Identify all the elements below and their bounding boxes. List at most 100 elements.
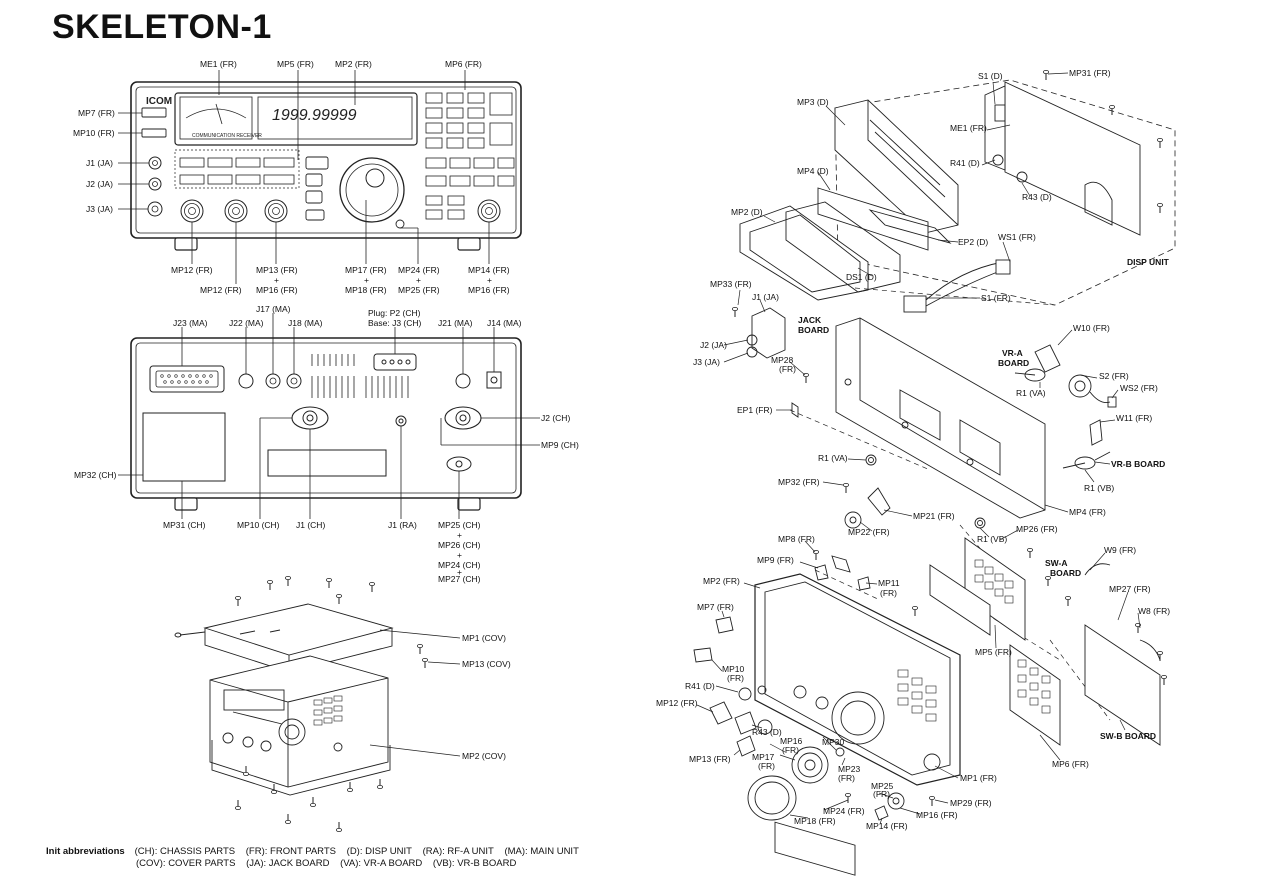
- label-rear-mp25: MP25 (CH): [438, 520, 481, 530]
- label-x-r1vb: R1 (VB): [1084, 483, 1114, 493]
- label-x-mp31: MP31 (FR): [1069, 68, 1111, 78]
- legend-item: (D): DISP UNIT: [346, 846, 412, 857]
- page-title: SKELETON-1: [52, 8, 272, 46]
- label-x-mp12: MP12 (FR): [656, 698, 698, 708]
- legend-item: (RA): RF-A UNIT: [422, 846, 494, 857]
- legend-item: (VB): VR-B BOARD: [432, 858, 517, 869]
- label-x-mp2fr: MP2 (FR): [703, 576, 740, 586]
- label-x-mp32: MP32 (FR): [778, 477, 820, 487]
- label-x-mp5: MP5 (FR): [975, 647, 1012, 657]
- label-x-j2ja: J2 (JA): [700, 340, 727, 350]
- label-cover-mp1: MP1 (COV): [462, 633, 506, 643]
- label-mp14-plus: +: [487, 275, 492, 285]
- label-x-mp2d: MP2 (D): [731, 207, 763, 217]
- label-x-swa-board: BOARD: [1050, 568, 1081, 578]
- legend-item: (CH): CHASSIS PARTS: [134, 846, 236, 857]
- label-x-mp17: MP17: [752, 752, 774, 762]
- front-panel: 1999.99999 ICOM COMMUNICATION RECEIVER: [130, 81, 522, 251]
- label-rear-j14: J14 (MA): [487, 318, 522, 328]
- label-x-s2: S2 (FR): [1099, 371, 1129, 381]
- label-rear-mp31: MP31 (CH): [163, 520, 206, 530]
- label-x-mp28: MP28: [771, 355, 793, 365]
- label-x-w8: W8 (FR): [1138, 606, 1170, 616]
- label-x-mp29: MP29 (FR): [950, 798, 992, 808]
- label-x-w9: W9 (FR): [1104, 545, 1136, 555]
- label-mp13-plus: +: [274, 275, 279, 285]
- label-x-mp21: MP21 (FR): [913, 511, 955, 521]
- cover-leaders: [369, 629, 461, 757]
- label-x-mp25b: (FR): [873, 789, 890, 799]
- label-x-r43: R43 (D): [1022, 192, 1052, 202]
- label-mp7: MP7 (FR): [78, 108, 115, 118]
- rear-leaders: [118, 313, 540, 519]
- label-rear-j1ra: J1 (RA): [388, 520, 417, 530]
- label-x-r41: R41 (D): [950, 158, 980, 168]
- label-rear-j2: J2 (CH): [541, 413, 570, 423]
- label-x-ws2: WS2 (FR): [1120, 383, 1158, 393]
- legend-item: (VA): VR-A BOARD: [340, 858, 423, 869]
- label-x-ds1: DS1 (D): [846, 272, 877, 282]
- label-mp17: MP17 (FR): [345, 265, 387, 275]
- label-x-w11: W11 (FR): [1116, 413, 1152, 423]
- label-x-mp13: MP13 (FR): [689, 754, 731, 764]
- legend-row-1: Init abbreviations (CH): CHASSIS PARTS (…: [46, 846, 587, 858]
- label-rear-p1: +: [457, 530, 462, 540]
- label-x-mp27: MP27 (FR): [1109, 584, 1151, 594]
- label-x-mp23: MP23: [838, 764, 860, 774]
- label-rear-mp27: MP27 (CH): [438, 574, 481, 584]
- label-mp16b: MP16 (FR): [468, 285, 510, 295]
- legend-item: (JA): JACK BOARD: [246, 858, 330, 869]
- label-mp2: MP2 (FR): [335, 59, 372, 69]
- label-mp18: MP18 (FR): [345, 285, 387, 295]
- abbreviation-legend: Init abbreviations (CH): CHASSIS PARTS (…: [46, 846, 587, 870]
- rear-panel: [130, 337, 522, 511]
- label-rear-mp10: MP10 (CH): [237, 520, 280, 530]
- exploded-leaders: [696, 72, 1141, 825]
- label-j1: J1 (JA): [86, 158, 113, 168]
- label-rear-p2: +: [457, 550, 462, 560]
- label-mp12b: MP12 (FR): [200, 285, 242, 295]
- label-x-s1d: S1 (D): [978, 71, 1003, 81]
- label-cover-mp13: MP13 (COV): [462, 659, 511, 669]
- legend-item: (FR): FRONT PARTS: [245, 846, 337, 857]
- label-x-w10: W10 (FR): [1073, 323, 1110, 333]
- label-x-swb: SW-B BOARD: [1100, 731, 1156, 741]
- exploded-view: [693, 69, 1176, 876]
- label-rear-j17: J17 (MA): [256, 304, 291, 314]
- label-mp10: MP10 (FR): [73, 128, 115, 138]
- label-rear-j22: J22 (MA): [229, 318, 264, 328]
- label-x-ep2: EP2 (D): [958, 237, 988, 247]
- label-rear-j21: J21 (MA): [438, 318, 473, 328]
- label-x-j1ja: J1 (JA): [752, 292, 779, 302]
- label-x-mp18: MP18 (FR): [794, 816, 836, 826]
- label-x-me1: ME1 (FR): [950, 123, 987, 133]
- label-mp6: MP6 (FR): [445, 59, 482, 69]
- label-x-r1va: R1 (VA): [1016, 388, 1046, 398]
- label-rear-plug: Plug: P2 (CH): [368, 308, 421, 318]
- label-j2: J2 (JA): [86, 179, 113, 189]
- label-x-r1vb2: R1 (VB): [977, 534, 1007, 544]
- legend-item: (MA): MAIN UNIT: [504, 846, 579, 857]
- label-x-mp9: MP9 (FR): [757, 555, 794, 565]
- label-x-mp11: MP11: [878, 578, 900, 588]
- label-x-jack-board: BOARD: [798, 325, 829, 335]
- label-x-mp7: MP7 (FR): [697, 602, 734, 612]
- legend-item: (COV): COVER PARTS: [136, 858, 236, 869]
- cover-exploded: [174, 575, 429, 833]
- label-x-r1va2: R1 (VA): [818, 453, 848, 463]
- label-x-mp30: MP30: [822, 737, 844, 747]
- label-rear-mp26: MP26 (CH): [438, 540, 481, 550]
- label-mp14: MP14 (FR): [468, 265, 510, 275]
- label-x-s1fr: S1 (FR): [981, 293, 1011, 303]
- label-j3: J3 (JA): [86, 204, 113, 214]
- label-x-mp10: MP10: [722, 664, 744, 674]
- label-x-mp25: MP25: [871, 781, 893, 791]
- label-x-mp14: MP14 (FR): [866, 821, 908, 831]
- label-x-mp8: MP8 (FR): [778, 534, 815, 544]
- label-cover-mp2: MP2 (COV): [462, 751, 506, 761]
- label-rear-j18: J18 (MA): [288, 318, 323, 328]
- label-x-mp10b: (FR): [727, 673, 744, 683]
- label-x-mp11b: (FR): [880, 588, 897, 598]
- label-x-r43d: R43 (D): [752, 727, 782, 737]
- label-mp17-plus: +: [364, 275, 369, 285]
